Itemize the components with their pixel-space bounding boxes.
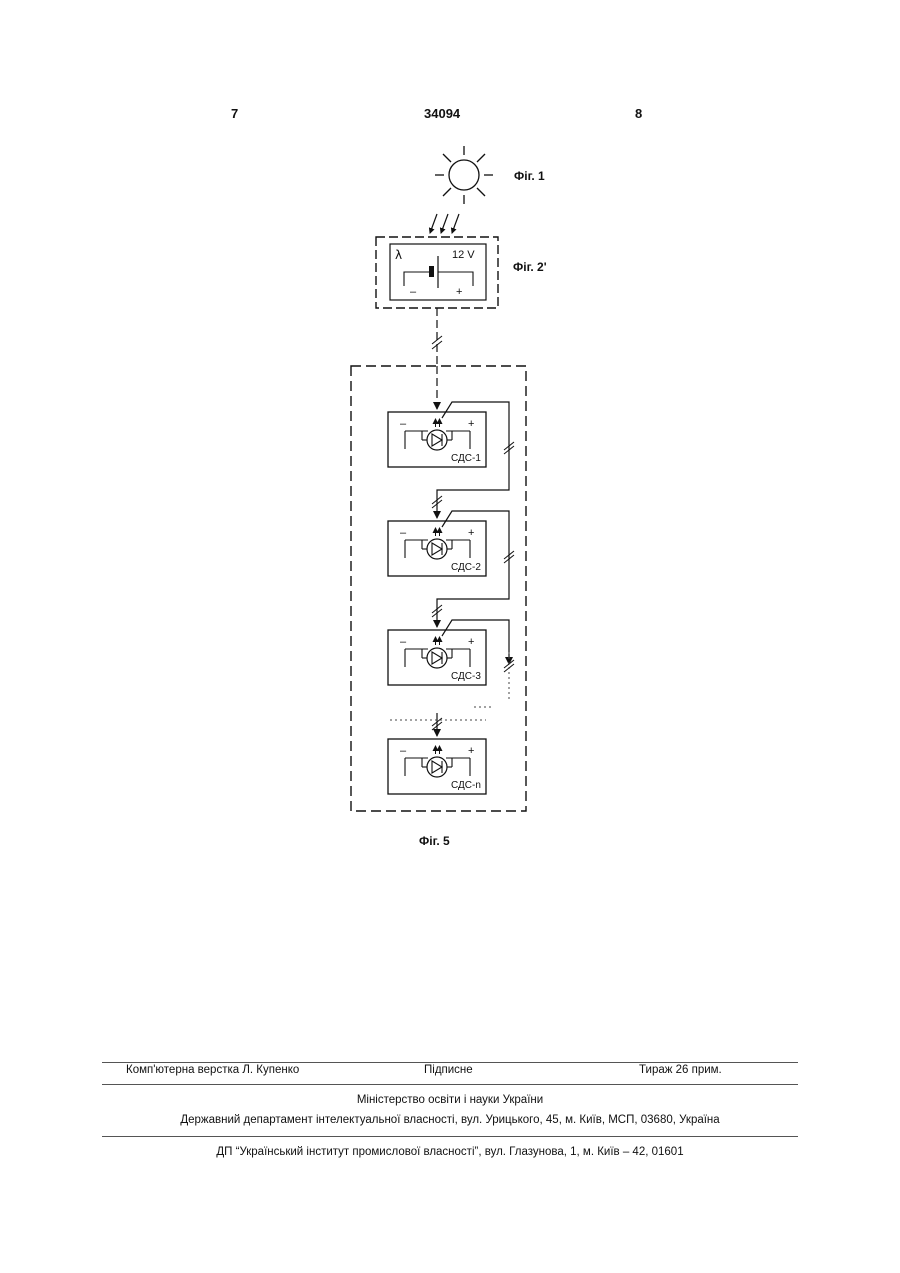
module-minus: –	[400, 745, 407, 757]
led-module: – + СДС-1	[388, 402, 514, 518]
module-label: СДС-2	[451, 562, 481, 573]
led-module: – + СДС-n	[388, 739, 486, 794]
fig1-label: Фіг. 1	[514, 169, 545, 183]
module-minus: –	[400, 527, 407, 539]
footer-rule-bottom	[102, 1136, 798, 1137]
fig5-label: Фіг. 5	[419, 834, 450, 848]
footer-rule-middle	[102, 1084, 798, 1085]
fig2-label: Фіг. 2'	[513, 260, 547, 274]
panel-plus: +	[456, 286, 462, 298]
module-label: СДС-3	[451, 671, 481, 682]
module-minus: –	[400, 636, 407, 648]
led-module: – + СДС-2	[388, 511, 514, 627]
module-plus: +	[468, 636, 474, 648]
light-rays-icon	[430, 214, 459, 233]
module-label: СДС-1	[451, 453, 481, 464]
module-plus: +	[468, 745, 474, 757]
lambda-symbol: λ	[395, 248, 402, 262]
footer-rule-top	[102, 1062, 798, 1063]
footer-ministry: Міністерство освіти і науки України	[0, 1094, 900, 1106]
footer-circulation: Тираж 26 прим.	[639, 1064, 722, 1076]
module-plus: +	[468, 418, 474, 430]
sun-icon	[435, 146, 493, 204]
panel-voltage: 12 V	[452, 249, 475, 261]
footer-signed: Підписне	[424, 1064, 473, 1076]
module-plus: +	[468, 527, 474, 539]
footer-institute: ДП “Український інститут промислової вла…	[0, 1146, 900, 1158]
module-label: СДС-n	[451, 780, 481, 791]
panel-minus: –	[410, 286, 417, 298]
module-minus: –	[400, 418, 407, 430]
footer-layout-credit: Комп'ютерна верстка Л. Купенко	[126, 1064, 299, 1076]
led-module: – + СДС-3	[388, 620, 514, 736]
footer-department: Державний департамент інтелектуальної вл…	[0, 1114, 900, 1126]
